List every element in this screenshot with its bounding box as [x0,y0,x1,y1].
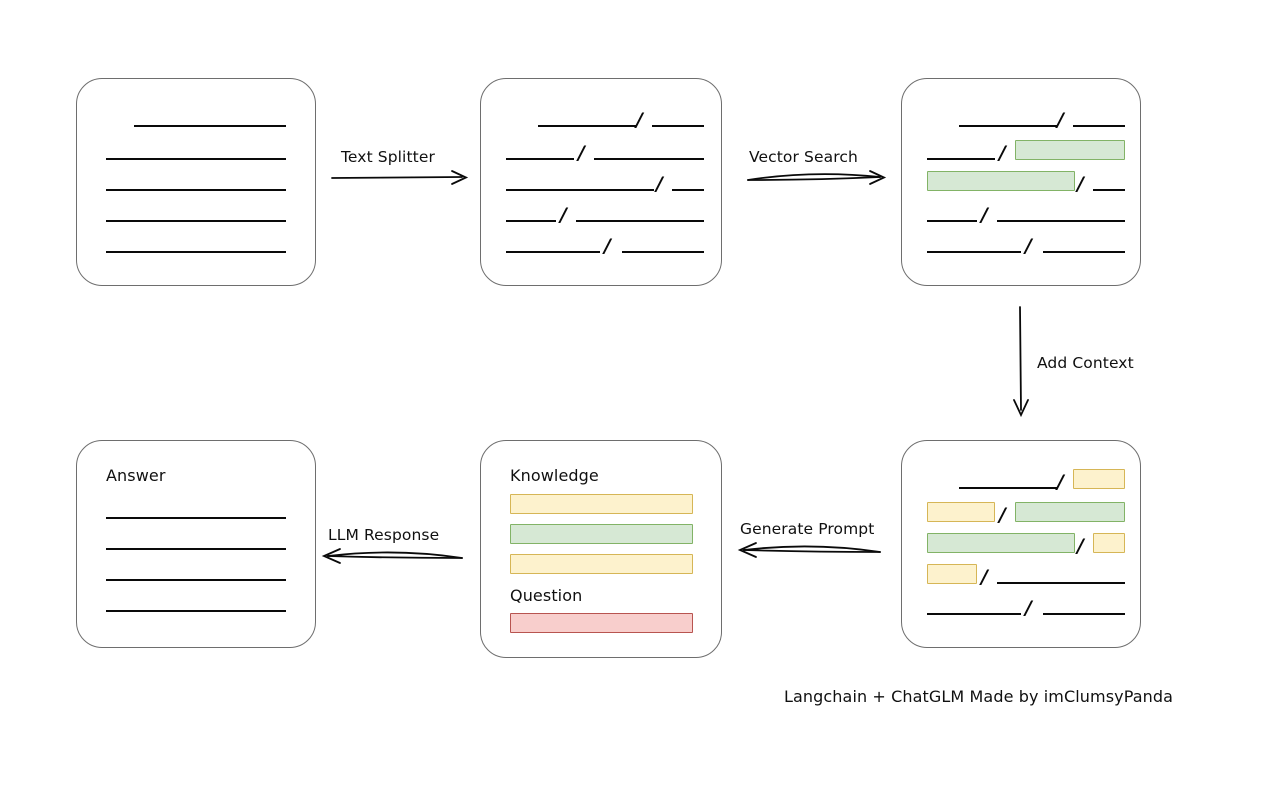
text-rule-line [106,610,286,612]
arrow-add-context-head [1013,399,1029,418]
context-chunk-chip [927,564,977,584]
text-rule-line [959,125,1057,127]
segment-separator-slash: / [1025,597,1032,619]
text-rule-line [576,220,704,222]
knowledge-chip-1 [510,494,693,514]
arrow-generate-prompt-shaft-a [743,545,881,553]
text-rule-line [106,517,286,519]
knowledge-chip-2 [510,524,693,544]
text-rule-line [506,251,600,253]
text-rule-line [997,220,1125,222]
text-rule-line [1043,251,1125,253]
arrow-vector-search-shaft-b [747,176,881,181]
text-rule-line [652,125,704,127]
arrow-text-splitter-shaft [331,176,463,179]
segment-separator-slash: / [981,566,988,588]
edge-label-llm-response: LLM Response [328,526,440,544]
text-rule-line [538,125,636,127]
text-rule-line [1073,125,1125,127]
segment-separator-slash: / [999,142,1006,164]
retrieved-chunk-chip [927,171,1075,191]
retrieved-chunk-chip [1015,140,1125,160]
knowledge-chip-3 [510,554,693,574]
arrow-add-context-shaft [1019,306,1022,411]
edge-label-text-splitter: Text Splitter [341,148,435,166]
arrow-llm-response-shaft-a [327,551,463,559]
question-chip-1 [510,613,693,633]
question-label: Question [510,586,583,605]
segment-separator-slash: / [604,235,611,257]
text-rule-line [506,189,654,191]
segment-separator-slash: / [1077,173,1084,195]
context-chunk-chip [1093,533,1125,553]
arrow-generate-prompt-head [737,542,757,558]
segment-separator-slash: / [656,173,663,195]
arrow-text-splitter-head [451,170,469,185]
text-rule-line [927,251,1021,253]
arrow-generate-prompt-shaft-b [743,549,881,553]
edge-label-add-context: Add Context [1037,354,1134,372]
text-rule-line [927,613,1021,615]
text-rule-line [1043,613,1125,615]
text-rule-line [594,158,704,160]
arrow-llm-response-shaft-b [327,555,463,559]
context-chunk-chip [1073,469,1125,489]
knowledge-label: Knowledge [510,466,599,485]
text-rule-line [1093,189,1125,191]
text-rule-line [106,189,286,191]
segment-separator-slash: / [1057,109,1064,131]
context-chunk-chip [927,502,995,522]
arrow-vector-search-head [869,170,887,185]
segment-separator-slash: / [1025,235,1032,257]
text-rule-line [959,487,1057,489]
arrow-llm-response-head [321,548,341,564]
text-rule-line [106,158,286,160]
retrieved-chunk-chip [1015,502,1125,522]
segment-separator-slash: / [560,204,567,226]
text-rule-line [106,548,286,550]
footer-caption: Langchain + ChatGLM Made by imClumsyPand… [784,687,1174,706]
segment-separator-slash: / [981,204,988,226]
text-rule-line [997,582,1125,584]
text-rule-line [134,125,286,127]
answer-box-label: Answer [106,466,166,485]
edge-label-vector-search: Vector Search [749,148,858,166]
arrow-vector-search-shaft-a [747,173,881,181]
edge-label-generate-prompt: Generate Prompt [740,520,875,538]
source-document-box[interactable] [76,78,316,286]
segment-separator-slash: / [999,504,1006,526]
text-rule-line [106,251,286,253]
answer-box[interactable] [76,440,316,648]
text-rule-line [927,158,995,160]
text-rule-line [106,579,286,581]
text-rule-line [506,220,556,222]
split-document-box[interactable] [480,78,722,286]
retrieved-chunk-chip [927,533,1075,553]
segment-separator-slash: / [636,109,643,131]
text-rule-line [506,158,574,160]
text-rule-line [672,189,704,191]
segment-separator-slash: / [578,142,585,164]
text-rule-line [106,220,286,222]
text-rule-line [927,220,977,222]
text-rule-line [622,251,704,253]
segment-separator-slash: / [1057,471,1064,493]
segment-separator-slash: / [1077,535,1084,557]
